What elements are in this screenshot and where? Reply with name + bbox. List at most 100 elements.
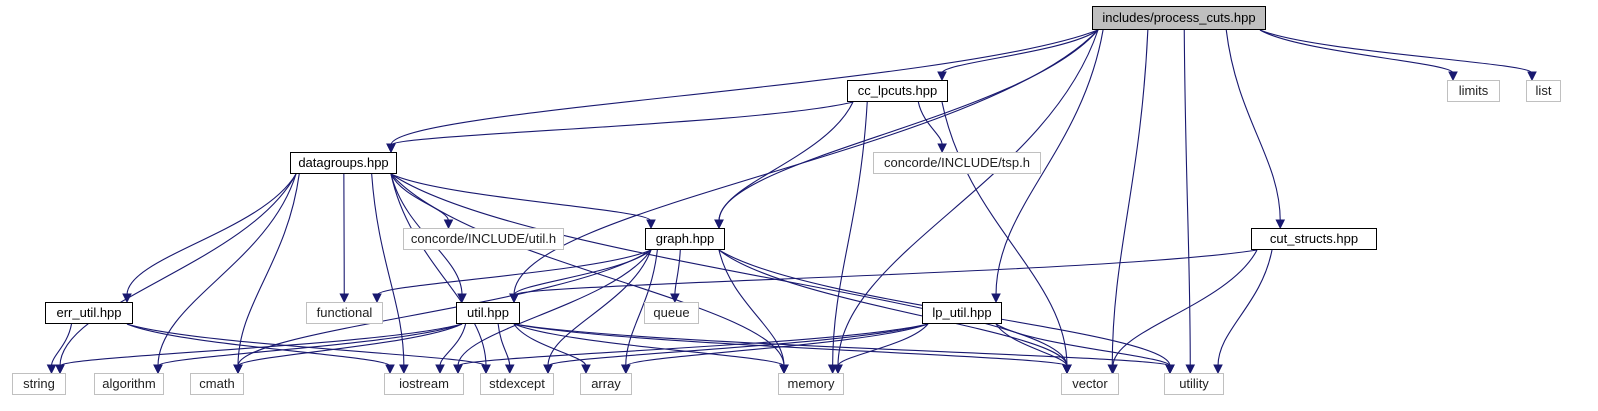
node-label: err_util.hpp: [56, 305, 122, 320]
node-label: lp_util.hpp: [932, 305, 992, 320]
node-memory: memory: [778, 373, 844, 395]
edge-arrowhead: [937, 71, 947, 82]
edge-cc_lpcuts-to-vector: [941, 101, 1068, 367]
node-label: vector: [1072, 376, 1108, 391]
edge-datagroups-to-graph: [390, 173, 652, 222]
edge-lp_util-to-array: [625, 323, 929, 367]
edge-arrowhead: [443, 219, 454, 230]
edge-process_cuts-to-lp_util: [995, 29, 1104, 296]
edge-graph-to-iostream: [457, 249, 652, 367]
edge-err_util-to-iostream: [126, 323, 391, 367]
node-cmath: cmath: [190, 373, 244, 395]
node-label: datagroups.hpp: [298, 155, 389, 170]
node-tsp-h: concorde/INCLUDE/tsp.h: [873, 152, 1041, 174]
node-queue: queue: [644, 302, 699, 324]
node-label: cmath: [199, 376, 235, 391]
edge-arrowhead: [1527, 71, 1537, 82]
node-cut-structs[interactable]: cut_structs.hpp: [1251, 228, 1377, 250]
edge-process_cuts-to-cc_lpcuts: [941, 29, 1099, 74]
edge-arrowhead: [46, 364, 57, 375]
edge-datagroups-to-err_util: [126, 173, 297, 296]
edge-arrowhead: [1165, 364, 1175, 375]
node-label: list: [1535, 83, 1552, 98]
edge-process_cuts-to-list: [1259, 29, 1533, 74]
node-label: iostream: [399, 376, 449, 391]
edge-err_util-to-string: [50, 323, 73, 367]
edge-util-to-utility: [513, 323, 1171, 367]
edge-arrowhead: [779, 364, 789, 375]
node-label: graph.hpp: [655, 231, 715, 246]
edge-arrowhead: [233, 364, 243, 375]
node-label: queue: [653, 305, 690, 320]
edge-graph-to-util: [513, 249, 652, 296]
node-err-util[interactable]: err_util.hpp: [45, 302, 133, 324]
edge-util-to-algorithm: [157, 323, 463, 367]
edge-process_cuts-to-memory: [837, 29, 1099, 367]
node-datagroups[interactable]: datagroups.hpp: [290, 152, 397, 174]
edge-arrowhead: [621, 364, 631, 375]
edge-cut_structs-to-util: [513, 249, 1258, 296]
edge-util-to-memory: [513, 323, 785, 367]
node-vector: vector: [1061, 373, 1119, 395]
edge-graph-to-stdexcept: [547, 249, 652, 367]
edge-util-to-cmath: [237, 323, 463, 367]
node-array: array: [580, 373, 632, 395]
edge-graph-to-vector: [718, 249, 1068, 367]
node-label: utility: [1179, 376, 1209, 391]
edge-process_cuts-to-util: [513, 29, 1099, 296]
edge-arrowhead: [504, 364, 515, 375]
edge-cc_lpcuts-to-memory: [832, 101, 868, 367]
node-lp-util[interactable]: lp_util.hpp: [922, 302, 1002, 324]
node-limits: limits: [1447, 80, 1500, 102]
edge-util-to-vector: [513, 323, 1068, 367]
edge-util-to-array: [513, 323, 587, 367]
node-label: string: [23, 376, 55, 391]
edge-datagroups-to-stdexcept: [390, 173, 487, 367]
edge-arrowhead: [991, 293, 1001, 304]
edge-arrowhead: [385, 364, 395, 375]
node-stdexcept: stdexcept: [480, 373, 554, 395]
node-util[interactable]: util.hpp: [456, 302, 520, 324]
edge-arrowhead: [509, 293, 519, 304]
node-label: concorde/INCLUDE/tsp.h: [884, 155, 1030, 170]
edge-arrowhead: [581, 364, 591, 375]
edge-process_cuts-to-vector: [1111, 29, 1149, 367]
edge-cc_lpcuts-to-datagroups: [390, 101, 854, 146]
edge-arrowhead: [1108, 364, 1118, 375]
edge-arrowhead: [453, 364, 463, 375]
edge-graph-to-memory: [718, 249, 785, 367]
edge-graph-to-array: [625, 249, 658, 367]
node-util-h: concorde/INCLUDE/util.h: [403, 228, 564, 250]
edge-lp_util-to-memory: [837, 323, 929, 367]
edge-process_cuts-to-utility: [1183, 29, 1191, 367]
edge-arrowhead: [1062, 364, 1072, 375]
edge-datagroups-to-string: [59, 173, 297, 367]
node-algorithm: algorithm: [94, 373, 164, 395]
node-label: limits: [1458, 83, 1489, 98]
edge-arrowhead: [937, 143, 947, 154]
node-label: stdexcept: [489, 376, 545, 391]
edge-lp_util-to-utility: [995, 323, 1171, 367]
edge-graph-to-functional: [376, 249, 652, 296]
edge-datagroups-to-util_h: [390, 173, 450, 222]
edge-arrowhead: [153, 364, 163, 375]
edge-arrowhead: [386, 143, 396, 154]
edge-lp_util-to-vector: [995, 323, 1068, 367]
node-process-cuts[interactable]: includes/process_cuts.hpp: [1092, 6, 1266, 30]
edge-datagroups-to-vector: [390, 173, 1068, 367]
edge-arrowhead: [1213, 364, 1223, 375]
node-label: memory: [787, 376, 835, 391]
edge-datagroups-to-iostream: [371, 173, 405, 367]
edge-arrowhead: [457, 293, 467, 304]
edge-lp_util-to-iostream: [457, 323, 929, 367]
node-cc-lpcuts[interactable]: cc_lpcuts.hpp: [847, 80, 948, 102]
edge-datagroups-to-memory: [390, 173, 785, 367]
node-utility: utility: [1164, 373, 1224, 395]
edge-util-to-string: [59, 323, 463, 367]
edge-arrowhead: [1448, 71, 1458, 82]
edge-process_cuts-to-datagroups: [390, 29, 1099, 146]
node-label: array: [591, 376, 621, 391]
node-graph[interactable]: graph.hpp: [645, 228, 725, 250]
edge-arrowhead: [1185, 364, 1196, 375]
